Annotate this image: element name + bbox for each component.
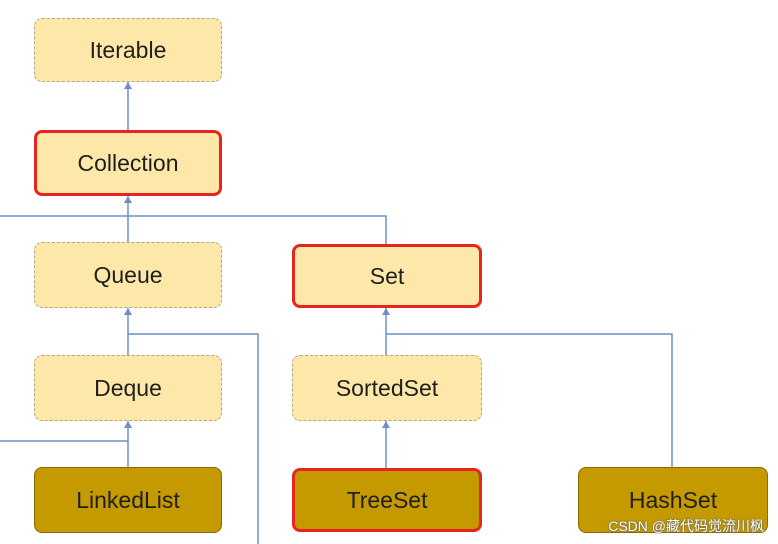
- edge-treeset-sortedset-arrowhead: [382, 421, 390, 428]
- edge-hashset-set: [386, 333, 673, 467]
- hashset-node[interactable]: HashSet: [578, 467, 768, 533]
- iterable-node[interactable]: Iterable: [34, 18, 222, 82]
- edge-collection-iterable-arrowhead: [124, 82, 132, 89]
- csdn-watermark: CSDN @藏代码觉流川枫: [608, 518, 764, 534]
- collection-label: Collection: [77, 149, 179, 176]
- hashset-label: HashSet: [628, 486, 718, 513]
- treeset-label: TreeSet: [346, 486, 428, 513]
- edge-queue-collection-arrowhead: [124, 196, 132, 203]
- treeset-node[interactable]: TreeSet: [292, 468, 482, 532]
- linkedlist-node[interactable]: LinkedList: [34, 467, 222, 533]
- queue-label: Queue: [93, 261, 163, 288]
- sortedset-node[interactable]: SortedSet: [292, 355, 482, 421]
- deque-label: Deque: [94, 374, 162, 401]
- edge-set-collection: [128, 215, 387, 244]
- iterable-label: Iterable: [89, 36, 167, 63]
- edge-sortedset-set-arrowhead: [382, 308, 390, 315]
- collection-node[interactable]: Collection: [34, 130, 222, 196]
- edge-deque-queue-arrowhead: [124, 308, 132, 315]
- set-label: Set: [369, 262, 405, 289]
- linkedlist-label: LinkedList: [76, 486, 180, 513]
- sortedset-label: SortedSet: [335, 374, 439, 401]
- deque-node[interactable]: Deque: [34, 355, 222, 421]
- edge-queue-down-right: [128, 333, 259, 544]
- edge-linkedlist-deque-arrowhead: [124, 421, 132, 428]
- queue-node[interactable]: Queue: [34, 242, 222, 308]
- set-node[interactable]: Set: [292, 244, 482, 308]
